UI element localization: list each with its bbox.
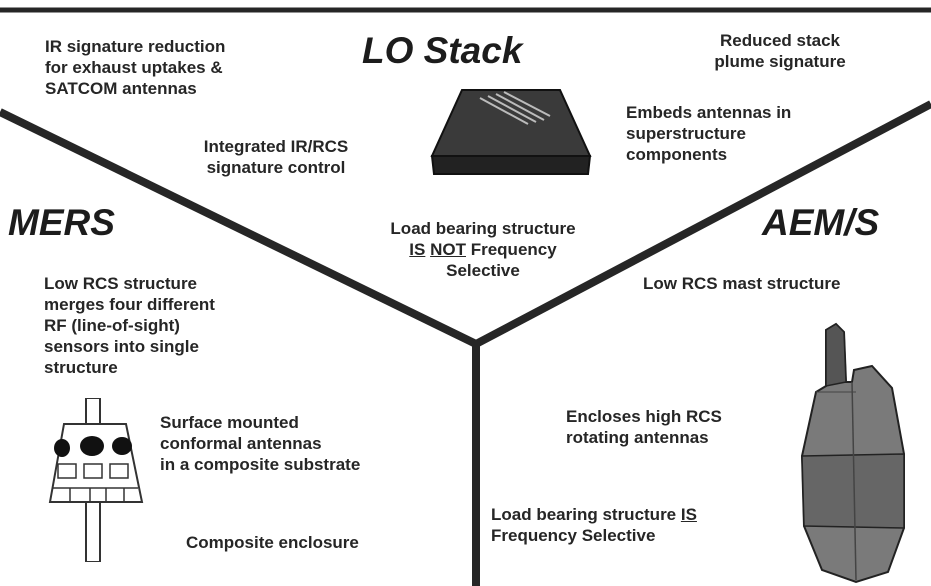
mers-low-rcs-note: Low RCS structure merges four different … bbox=[44, 274, 215, 377]
mers-illustration bbox=[48, 398, 144, 562]
mers-title: MERS bbox=[8, 202, 115, 243]
aems-mast-illustration bbox=[800, 322, 905, 584]
left-divider-line bbox=[0, 108, 478, 348]
embeds-note: Embeds antennas in superstructure compon… bbox=[626, 103, 792, 164]
lo-load-bearing-note: Load bearing structure IS NOT Frequency … bbox=[390, 219, 576, 280]
aems-mast-note: Low RCS mast structure bbox=[643, 274, 841, 293]
aems-load-bearing-note: Load bearing structure IS Frequency Sele… bbox=[491, 505, 697, 545]
lo-stack-title: LO Stack bbox=[362, 30, 523, 71]
plume-note: Reduced stack plume signature bbox=[714, 31, 846, 71]
lo-stack-illustration bbox=[430, 89, 592, 175]
ir-reduction-note: IR signature reduction for exhaust uptak… bbox=[45, 37, 226, 98]
surface-mounted-note: Surface mounted conformal antennas in a … bbox=[160, 413, 361, 474]
composite-enclosure-note: Composite enclosure bbox=[186, 533, 359, 552]
aems-encloses-note: Encloses high RCS rotating antennas bbox=[566, 407, 722, 447]
right-divider-line bbox=[474, 100, 931, 348]
integrated-note: Integrated IR/RCS signature control bbox=[203, 137, 349, 177]
aems-title: AEM/S bbox=[762, 202, 880, 243]
